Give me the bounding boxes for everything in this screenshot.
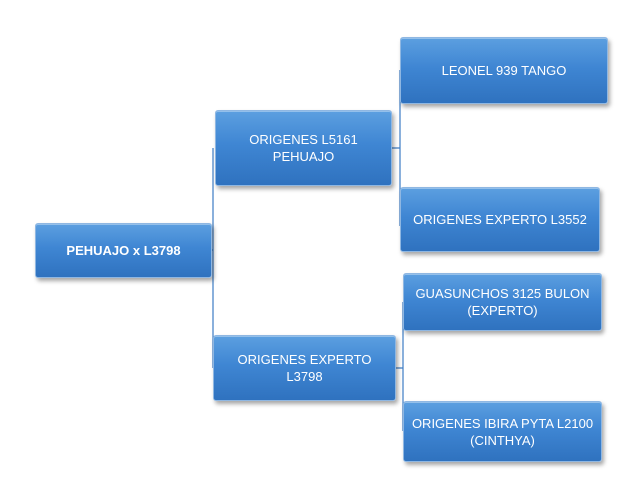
sire-sire-node: LEONEL 939 TANGO	[400, 37, 608, 104]
dam-node: ORIGENES EXPERTO L3798	[213, 335, 396, 401]
sire-text: ORIGENES L5161 PEHUAJO	[249, 131, 357, 165]
connector-sire-to-children	[392, 70, 401, 226]
root-node: PEHUAJO x L3798	[35, 223, 212, 278]
connector-dam-to-children	[396, 302, 404, 431]
dam-dam-text: ORIGENES IBIRA PYTA L2100 (CINTHYA)	[412, 415, 593, 449]
dam-sire-node: GUASUNCHOS 3125 BULON (EXPERTO)	[403, 273, 602, 331]
dam-dam-node: ORIGENES IBIRA PYTA L2100 (CINTHYA)	[403, 401, 602, 462]
dam-sire-line-2: (EXPERTO)	[467, 303, 538, 318]
root-label: PEHUAJO x L3798	[66, 243, 181, 258]
dam-sire-line-1: GUASUNCHOS 3125 BULON	[415, 286, 590, 301]
sire-sire-label: LEONEL 939 TANGO	[441, 63, 567, 78]
dam-sire-text: GUASUNCHOS 3125 BULON (EXPERTO)	[415, 285, 589, 319]
dam-dam-line-1: ORIGENES IBIRA PYTA L2100	[411, 415, 594, 431]
connector-root-to-parents	[212, 148, 214, 368]
sire-line-2: PEHUAJO	[272, 149, 335, 164]
sire-dam-label: ORIGENES EXPERTO L3552	[413, 212, 587, 227]
sire-node: ORIGENES L5161 PEHUAJO	[215, 110, 392, 186]
sire-line-1: ORIGENES L5161	[249, 132, 358, 147]
sire-dam-node: ORIGENES EXPERTO L3552	[400, 187, 600, 252]
dam-dam-line-2: (CINTHYA)	[470, 432, 535, 448]
dam-label: ORIGENES EXPERTO L3798	[237, 352, 372, 384]
